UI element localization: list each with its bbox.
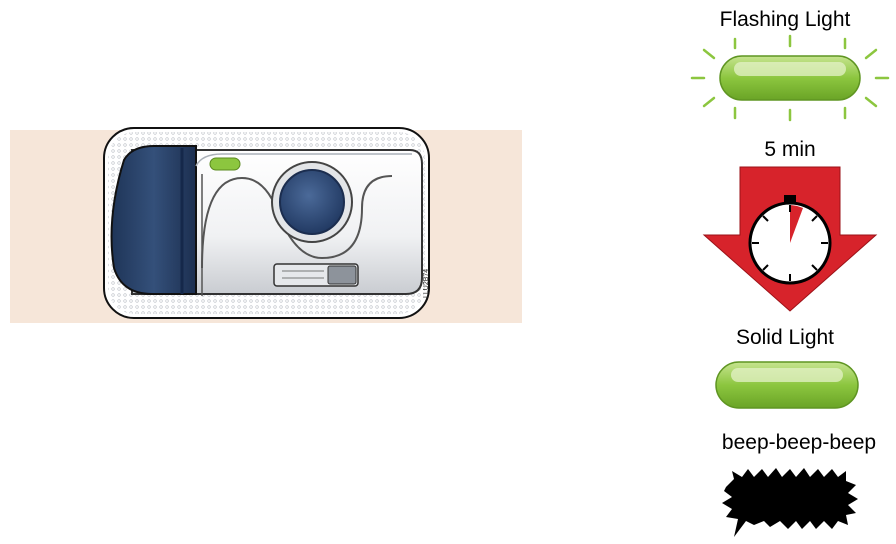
flashing-green-light-icon	[690, 34, 890, 129]
autoinjector-device-icon: LLU2B74	[92, 118, 437, 328]
solid-green-light-icon	[713, 358, 863, 419]
stopwatch-arrow-icon	[700, 165, 880, 320]
solid-light-label: Solid Light	[700, 326, 870, 350]
device-code: LLU2B74	[423, 269, 430, 298]
wait-time-label: 5 min	[740, 138, 840, 162]
beep-burst-icon	[720, 465, 860, 544]
flashing-light-label: Flashing Light	[690, 8, 880, 32]
beep-label: beep-beep-beep	[706, 431, 892, 455]
